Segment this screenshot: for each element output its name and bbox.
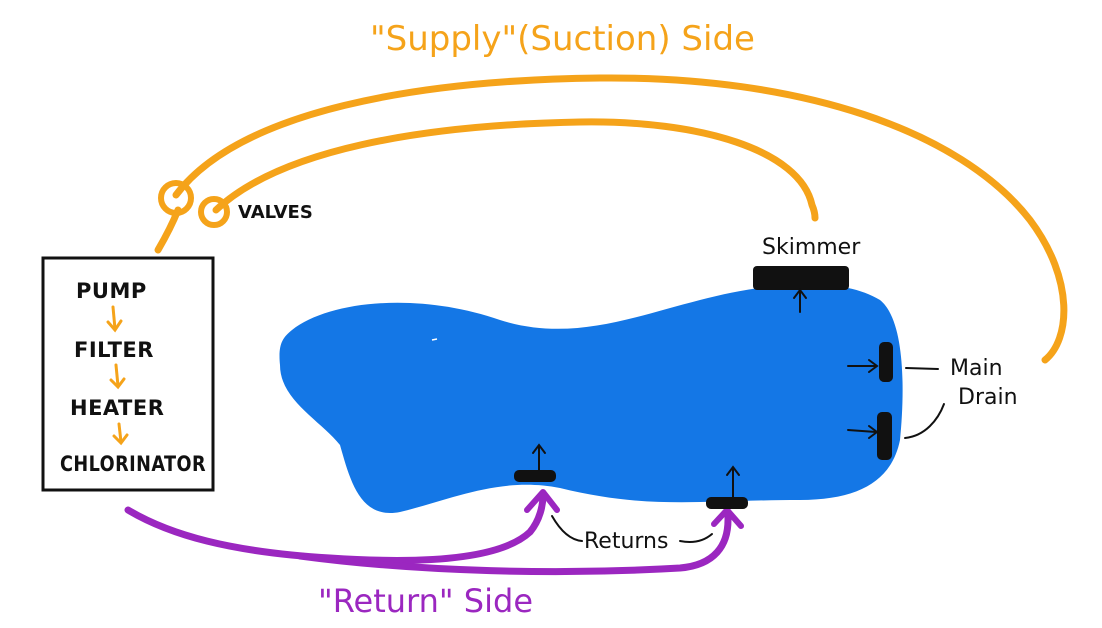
return-jet <box>706 497 748 509</box>
return-pipe <box>296 508 732 576</box>
valve-icon <box>198 196 230 228</box>
arrow-up-icon <box>711 507 744 529</box>
arrow-up-icon <box>793 288 807 313</box>
arrow-up-icon <box>524 489 560 513</box>
main-drain <box>877 412 892 460</box>
supply-pipe-skimmer <box>212 118 819 222</box>
return-inlet-arrows <box>524 489 744 529</box>
return-pipes <box>124 491 732 576</box>
main-drain-label-line2: Drain <box>958 385 1018 410</box>
arrow-up-icon <box>532 443 546 471</box>
main-drain-label-line1: Main <box>950 356 1003 381</box>
arrow-right-icon <box>847 425 879 439</box>
main-drain-leader <box>904 403 945 439</box>
equipment-filter: FILTER <box>74 338 154 362</box>
arrow-right-icon <box>847 359 879 373</box>
equipment-pump: PUMP <box>76 279 147 303</box>
supply-pipe-to-equipment <box>154 206 182 254</box>
equipment-box <box>41 256 215 492</box>
arrow-up-icon <box>726 465 740 498</box>
main-drain <box>879 342 893 382</box>
supply-pipe-main-drain <box>172 74 1068 364</box>
return-side-title: "Return" Side <box>318 582 533 620</box>
main-drain-arrows <box>847 359 945 439</box>
equipment-heater: HEATER <box>70 396 164 420</box>
skimmer-label: Skimmer <box>762 235 861 260</box>
return-pipe <box>124 491 547 564</box>
skimmer <box>753 266 849 290</box>
returns-label: Returns <box>584 529 668 554</box>
returns-leader <box>551 515 583 542</box>
pool <box>279 284 903 514</box>
arrow-down-icon <box>106 305 123 333</box>
equipment-chlorinator: CHLORINATOR <box>60 452 206 476</box>
return-jet <box>514 470 556 482</box>
return-jet-arrows <box>532 443 740 544</box>
valves-label: VALVES <box>238 202 313 223</box>
equipment-flow-arrows <box>106 305 129 446</box>
return-jets <box>514 470 748 509</box>
valves <box>158 180 230 228</box>
pool-highlight <box>431 338 438 341</box>
arrow-down-icon <box>109 363 126 390</box>
valve-icon <box>158 180 194 216</box>
arrow-down-icon <box>112 422 129 446</box>
supply-side-title: "Supply"(Suction) Side <box>370 19 755 59</box>
returns-leader <box>679 533 713 544</box>
main-drain-leader <box>905 367 939 370</box>
